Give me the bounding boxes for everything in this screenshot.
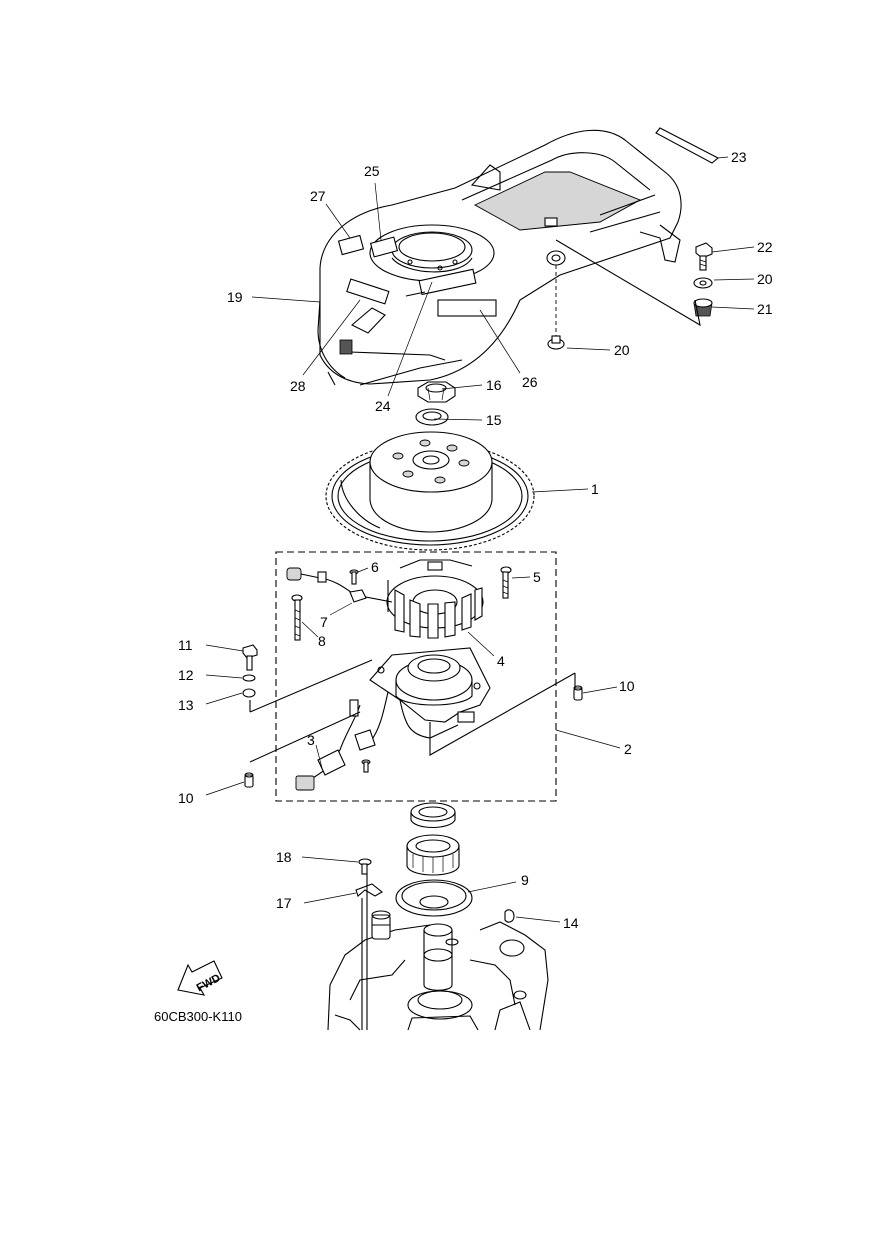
callout-5: 5 [533, 569, 541, 585]
callout-18: 18 [276, 849, 292, 865]
stator-base-plate [369, 647, 491, 723]
grommet-21 [693, 298, 713, 317]
callout-10-right: 10 [619, 678, 635, 694]
callout-8: 8 [318, 633, 326, 649]
callout-20-upper: 20 [757, 271, 773, 287]
flywheel-cover [317, 129, 682, 386]
callout-11: 11 [178, 637, 193, 653]
clamp-17 [355, 883, 383, 897]
bearing-ring [410, 802, 456, 829]
callout-4: 4 [497, 653, 505, 669]
callout-12: 12 [178, 667, 194, 683]
decal-23 [655, 127, 719, 164]
callout-26: 26 [522, 374, 538, 390]
washer-13 [242, 688, 256, 698]
callout-19: 19 [227, 289, 243, 305]
callout-10-left: 10 [178, 790, 194, 806]
callout-7: 7 [320, 614, 328, 630]
engine-block [327, 910, 549, 1031]
callout-16: 16 [486, 377, 502, 393]
washer-12 [242, 674, 256, 682]
screw-6 [349, 569, 359, 585]
stator-coil-4 [386, 559, 484, 639]
callout-9: 9 [521, 872, 529, 888]
callout-2: 2 [624, 741, 632, 757]
screw-18 [358, 858, 372, 875]
callout-3: 3 [307, 732, 315, 748]
wire-harness-3 [295, 691, 459, 791]
callout-22: 22 [757, 239, 773, 255]
washer-15 [415, 408, 449, 426]
callout-21: 21 [757, 301, 773, 317]
callout-24: 24 [375, 398, 391, 414]
screw-small [361, 759, 371, 773]
pulser-coil-7 [286, 567, 393, 603]
key-14 [504, 909, 515, 923]
callout-25: 25 [364, 163, 380, 179]
callout-17: 17 [276, 895, 292, 911]
callout-28: 28 [290, 378, 306, 394]
grommet-20-lower [547, 335, 565, 350]
callout-labels: 1 2 3 4 5 6 7 8 9 10 10 11 12 13 14 15 1… [178, 149, 773, 931]
callout-1: 1 [591, 481, 599, 497]
callout-14: 14 [563, 915, 579, 931]
flywheel-rotor [325, 431, 535, 551]
callout-27: 27 [310, 188, 326, 204]
callout-6: 6 [371, 559, 379, 575]
callout-20-lower: 20 [614, 342, 630, 358]
callout-15: 15 [486, 412, 502, 428]
callout-23: 23 [731, 149, 747, 165]
gear-collar [406, 834, 460, 876]
pin-10-right [573, 685, 583, 701]
leader-lines [205, 156, 755, 923]
screw-5 [500, 566, 512, 599]
bolt-8 [291, 594, 303, 641]
callout-13: 13 [178, 697, 194, 713]
bolt-11 [242, 644, 258, 671]
diagram-code: 60CB300-K110 [154, 1009, 242, 1024]
pin-10-left [244, 772, 254, 788]
plate-9 [395, 879, 473, 917]
nut-16 [417, 381, 456, 403]
screw-22 [695, 242, 713, 271]
grommet-20-upper [693, 277, 713, 289]
fwd-arrow-icon: FWD [177, 960, 223, 996]
